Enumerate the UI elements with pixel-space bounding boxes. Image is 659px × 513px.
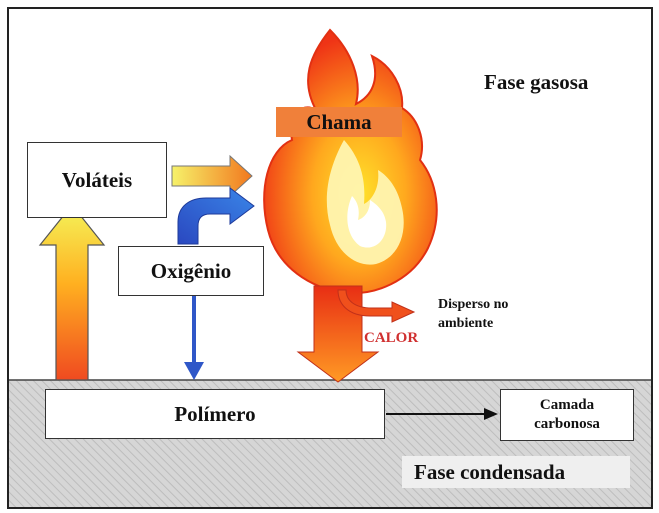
condensed-phase-label: Fase condensada [414,460,566,484]
volatiles-label: Voláteis [61,167,133,192]
dispersed-label-line2: ambiente [438,316,494,331]
flame-icon [263,28,438,295]
polymer-label: Polímero [174,401,256,426]
oxygen-label: Oxigênio [150,258,232,283]
dispersed-label-line1: Disperso no [438,297,509,312]
flame-label-bg [276,107,402,137]
gas-phase-label: Fase gasosa [484,70,589,94]
down-arrow-icon [184,296,204,380]
curved-arrow-icon [177,187,255,245]
char-arrow-icon [386,408,498,420]
volatiles-box: Voláteis [27,142,167,218]
heat-label: CALOR [364,330,419,346]
char-label-line2: carbonosa [534,416,600,432]
right-arrow-icon [171,154,253,198]
oxygen-box: Oxigênio [118,246,264,296]
char-label-line1: Camada [539,397,595,413]
polymer-box: Polímero [45,389,385,439]
condensed-label-bg [402,456,630,488]
char-layer-box: Camada carbonosa [500,389,634,441]
disperse-arrow-icon [337,289,416,323]
up-arrow-icon [38,204,106,381]
flame-label: Chama [306,110,372,134]
